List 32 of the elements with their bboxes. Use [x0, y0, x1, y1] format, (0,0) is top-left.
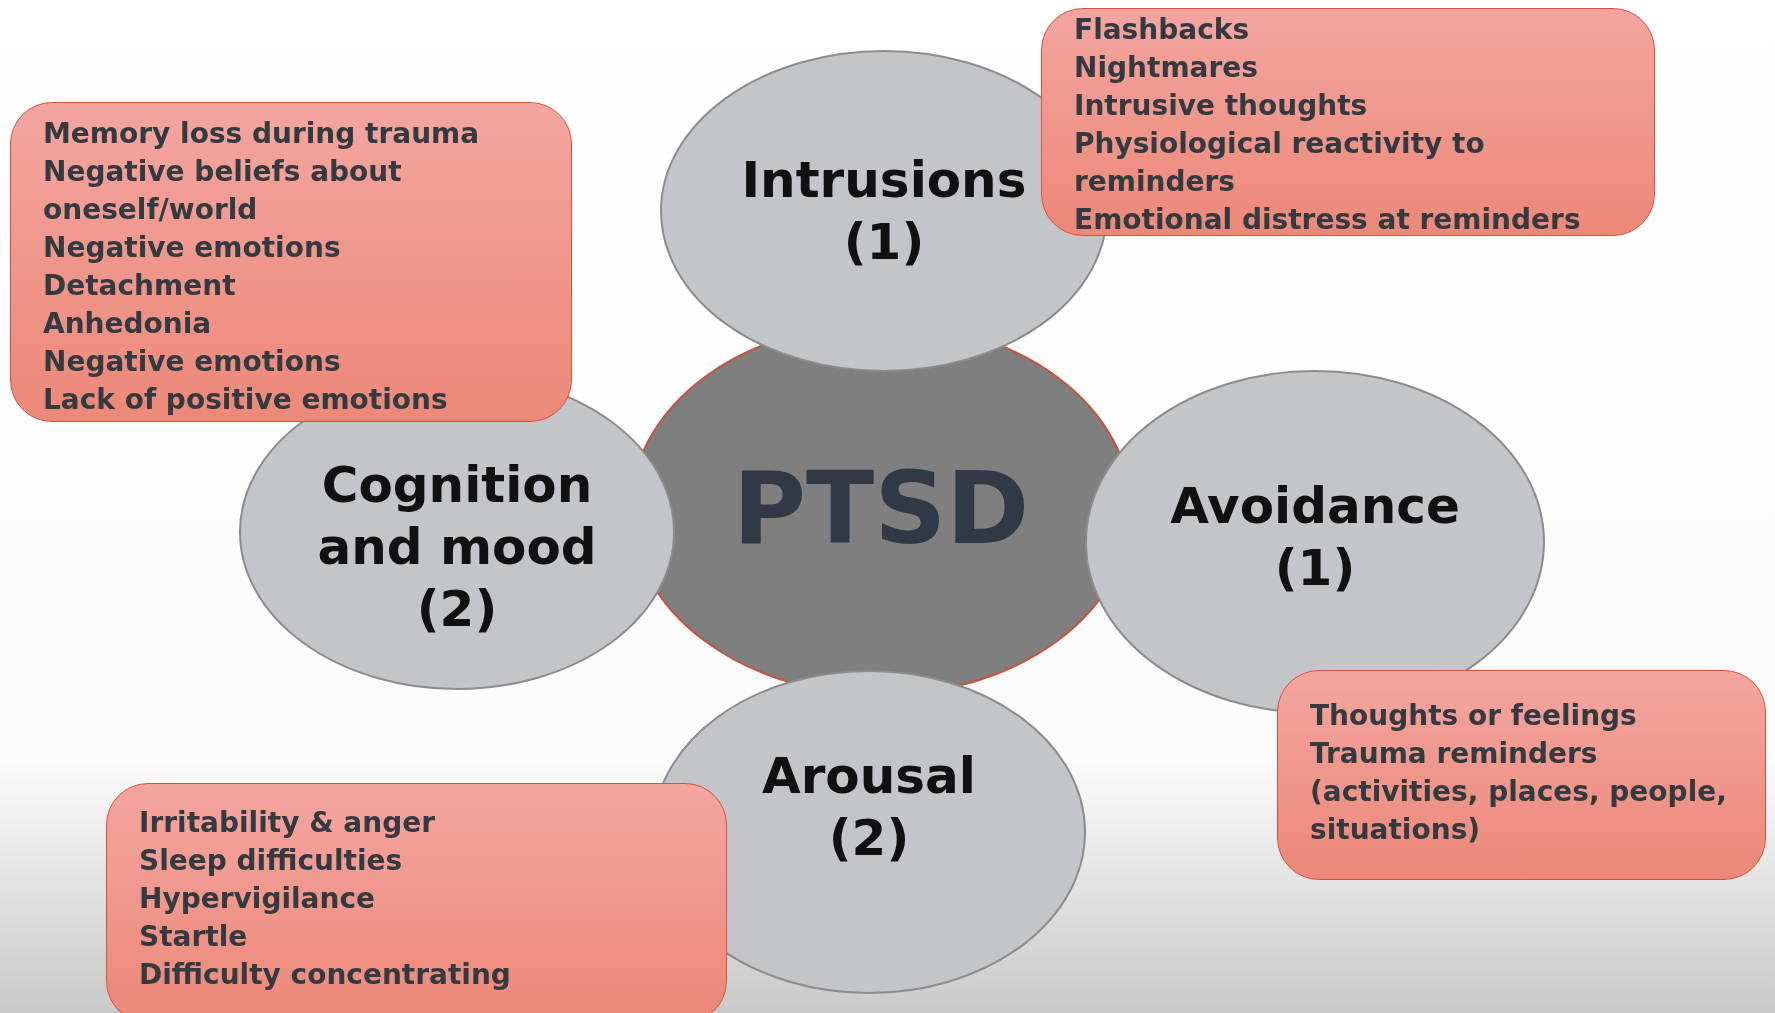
category-name: Intrusions — [741, 150, 1027, 211]
symptom-item: Detachment — [43, 268, 237, 304]
symptom-list-box — [10, 102, 572, 422]
symptom-list-box — [1041, 8, 1655, 236]
center-title: PTSD — [732, 454, 1030, 564]
symptom-item: Negative beliefs about oneself/world — [43, 154, 403, 228]
symptom-item: Memory loss during trauma — [43, 116, 481, 152]
symptom-item: Emotional distress at reminders — [1074, 202, 1582, 238]
symptom-item: Startle — [139, 919, 249, 955]
symptom-item: Negative emotions — [43, 230, 342, 266]
category-name: Arousal — [762, 746, 976, 807]
criteria-count: (2) — [416, 579, 498, 640]
symptom-item: Sleep difficulties — [139, 843, 404, 879]
symptom-item: Physiological reactivity to reminders — [1074, 126, 1486, 200]
category-name: Cognition and mood — [316, 455, 598, 578]
criteria-count: (1) — [843, 212, 925, 273]
symptom-item: Irritability & anger — [139, 805, 436, 841]
symptom-item: Negative emotions — [43, 344, 342, 380]
criteria-count: (1) — [1274, 538, 1356, 599]
symptom-item: Intrusive thoughts — [1074, 88, 1369, 124]
symptom-item: Difficulty concentrating — [139, 957, 512, 993]
symptom-item: Trauma reminders (activities, places, people, situations) — [1310, 736, 1728, 848]
symptom-item: Hypervigilance — [139, 881, 377, 917]
symptom-item: Nightmares — [1074, 50, 1259, 86]
symptom-list-box — [106, 783, 727, 1013]
symptom-item: Thoughts or feelings — [1310, 698, 1638, 734]
symptom-list-box — [1277, 670, 1766, 880]
symptom-item: Lack of positive emotions — [43, 382, 449, 418]
symptom-item: Anhedonia — [43, 306, 213, 342]
category-name: Avoidance — [1170, 476, 1460, 537]
symptom-item: Flashbacks — [1074, 12, 1251, 48]
criteria-count: (2) — [828, 808, 910, 869]
